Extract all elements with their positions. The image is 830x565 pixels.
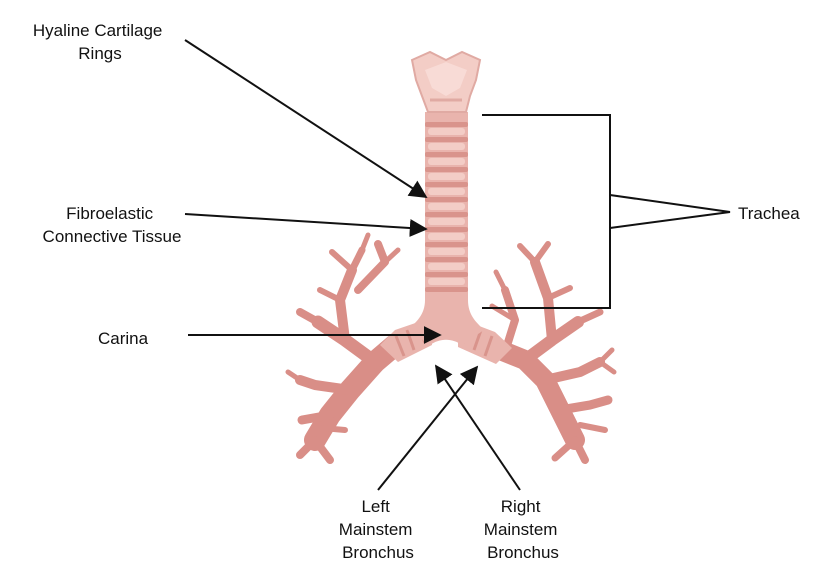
trachea-label: Trachea [738,204,800,223]
larynx [412,52,480,112]
right-mainstem-bronchus-label: Right Mainstem Bronchus [484,497,562,562]
hyaline-arrow [185,40,426,197]
hyaline-label: Hyaline Cartilage Rings [33,21,167,63]
right-bronchus-arrow [436,366,520,490]
left-mainstem-bronchus-label: Left Mainstem Bronchus [339,497,417,562]
fibroelastic-arrow [185,214,426,229]
left-bronchus-arrow [378,367,477,490]
carina-label: Carina [98,329,149,348]
fibroelastic-label: Fibroelastic Connective Tissue [43,204,182,246]
trachea-pointer [610,195,730,228]
